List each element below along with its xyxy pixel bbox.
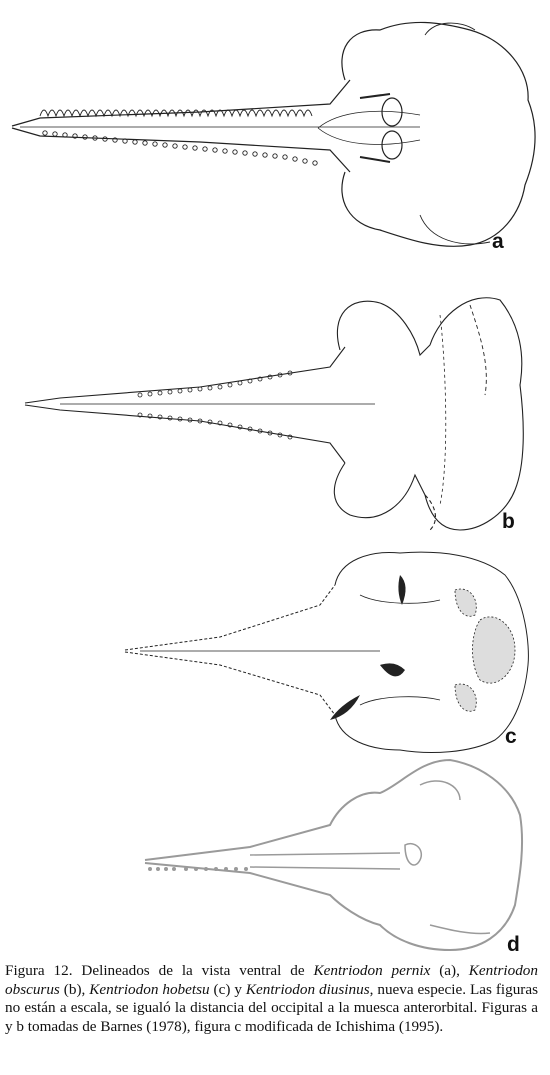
figure-panel-d: d [0,755,550,956]
caption-ref-a: (a), [430,962,469,979]
caption-tail: , nueva especie. Las figuras no están a … [5,980,538,1035]
caption-species-b: Kentriodon obscurus [5,962,538,998]
skull-drawing-d [144,758,524,952]
panel-label-d: d [507,933,520,956]
caption-species-d: Kentriodon diusinus [245,980,370,998]
skull-drawing-b [24,297,524,531]
panel-label-a: a [492,230,504,253]
caption-species-c: Kentriodon hobetsu [89,980,210,998]
figure-panel-b: b [0,275,550,537]
figure-caption: Figura 12. Delineados de la vista ventra… [5,962,538,1036]
figure-panel-c: c [0,545,550,755]
caption-lead: Figura 12. Delineados de la vista ventra… [5,962,314,979]
caption-ref-c: (c) y [209,980,246,998]
caption-ref-b: (b), [59,980,90,998]
panel-label-c: c [505,725,517,748]
figure-panel-a: a [0,0,550,262]
skull-drawing-c [124,551,529,754]
caption-species-a: Kentriodon pernix [313,962,431,979]
panel-label-b: b [502,510,515,533]
skull-drawing-a [11,21,536,247]
